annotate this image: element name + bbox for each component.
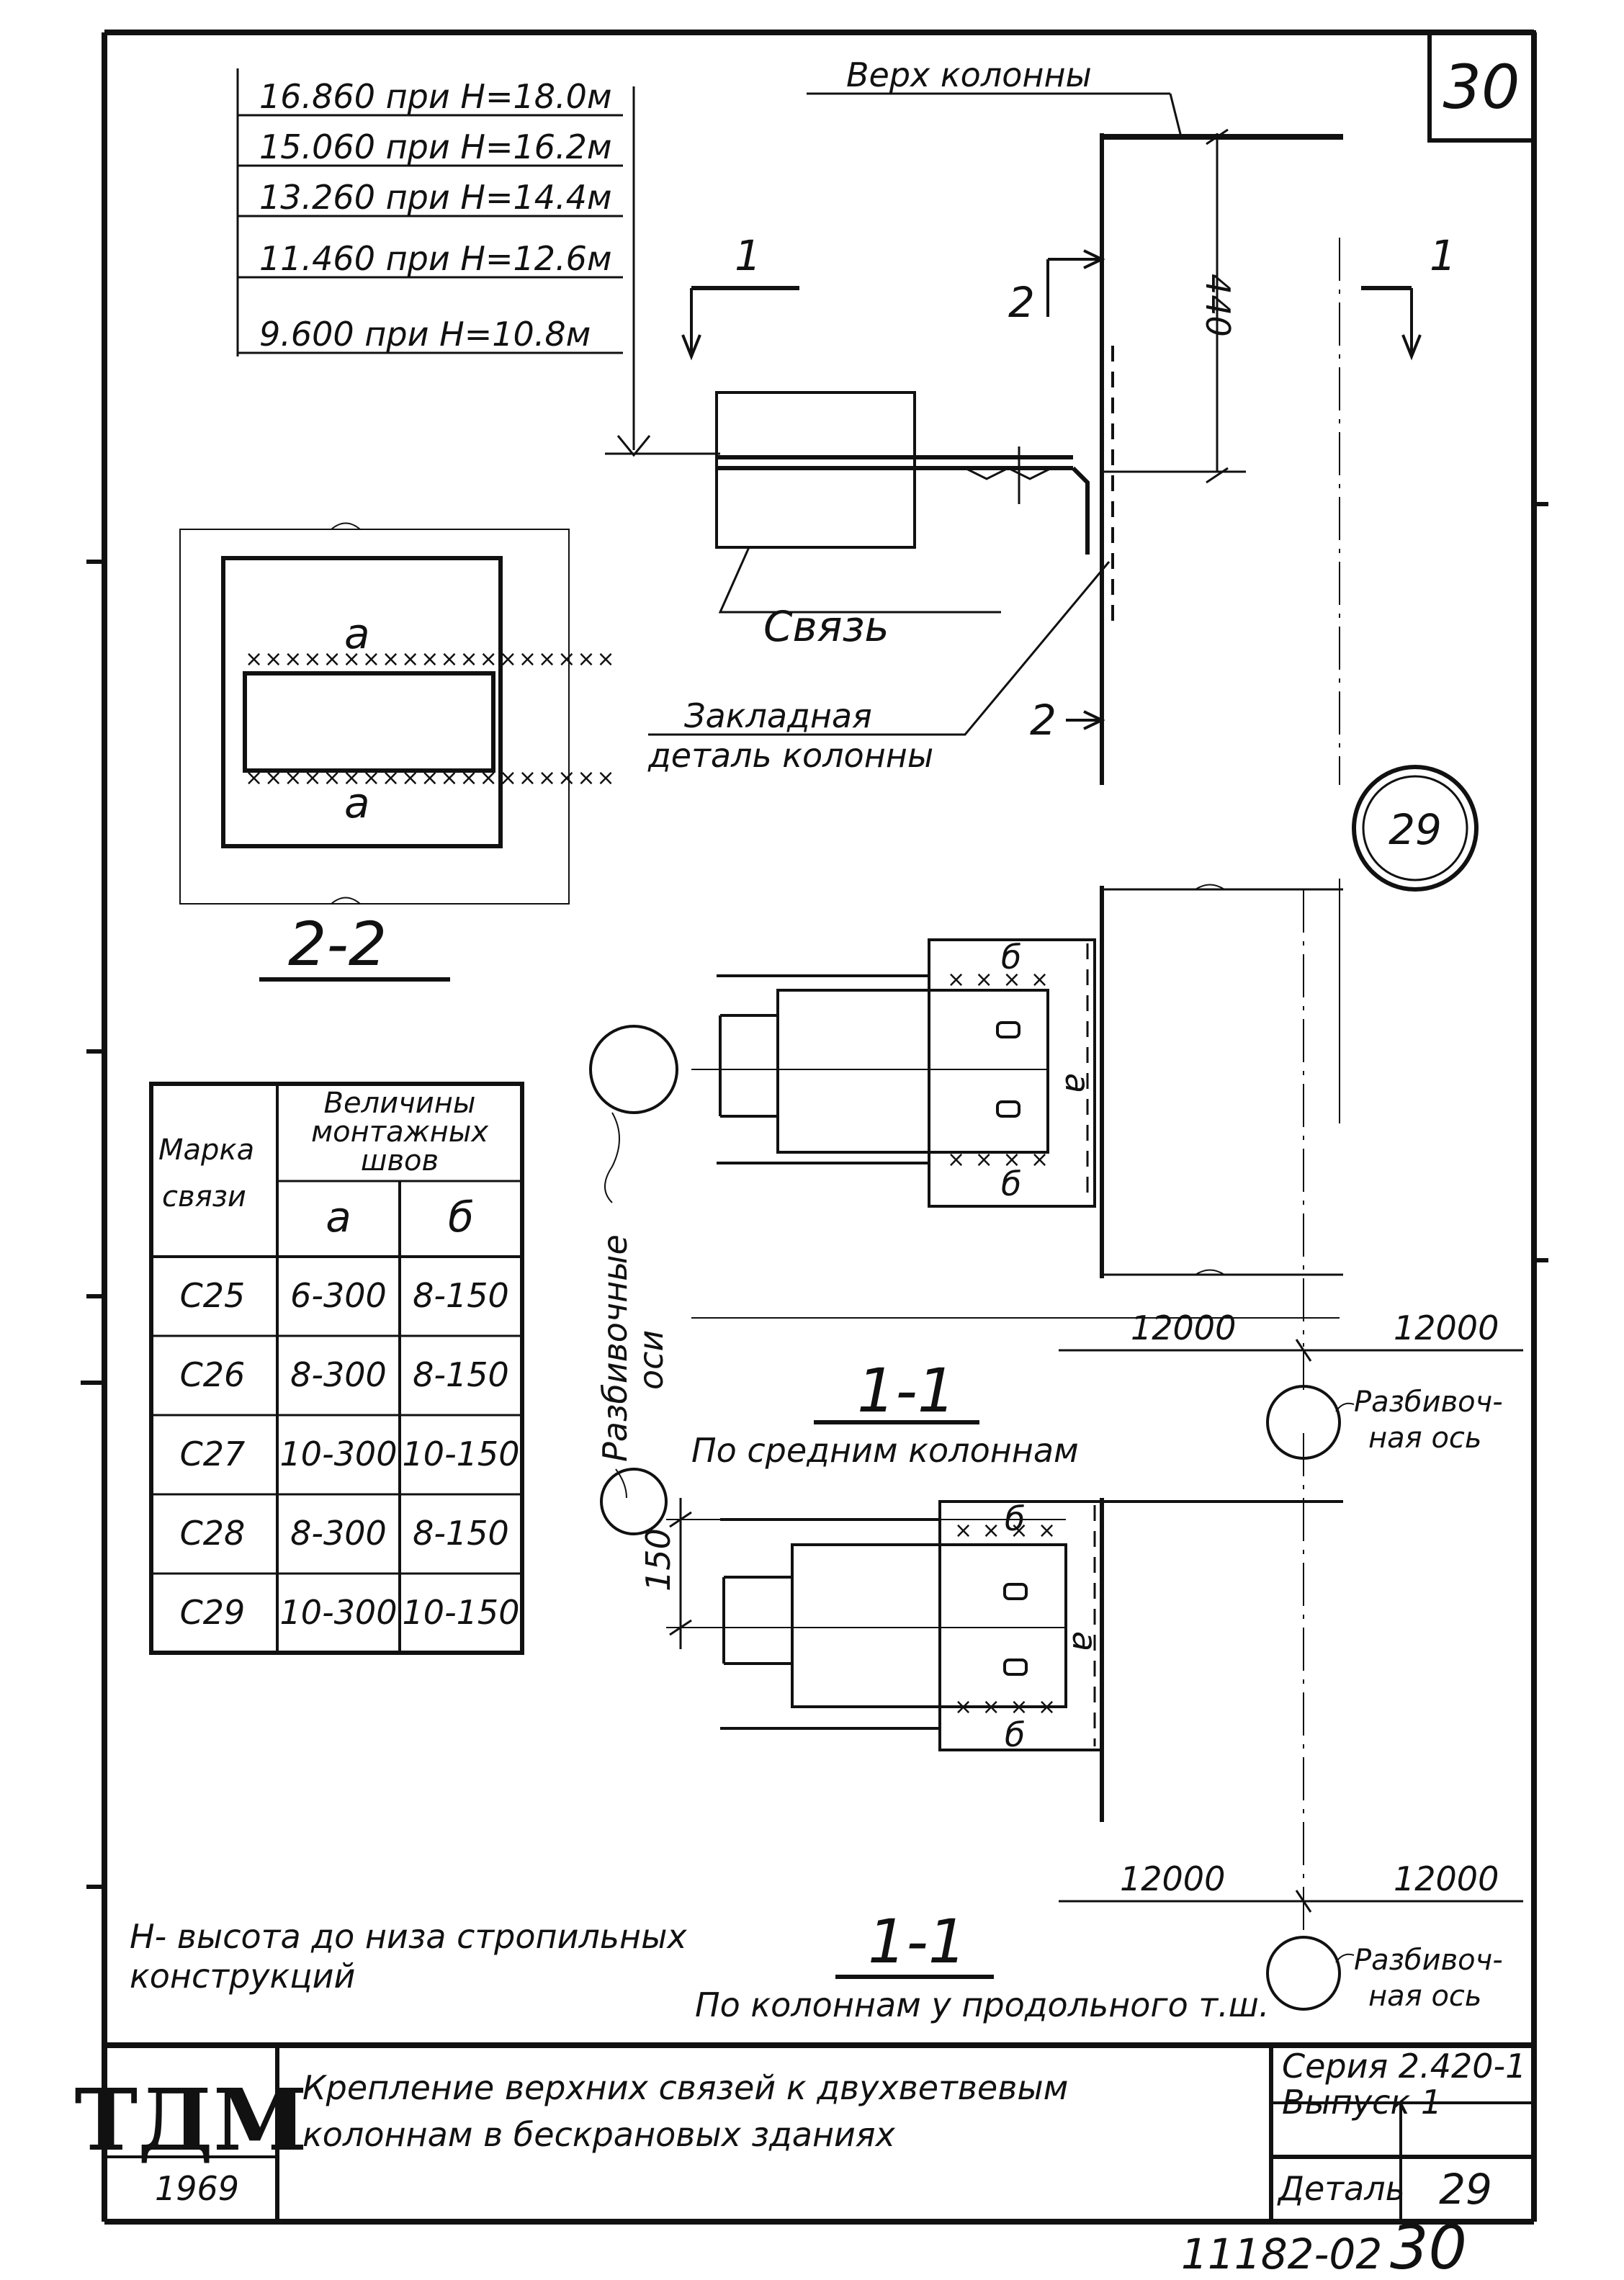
section-2-2-title: 2-2: [288, 909, 387, 979]
table-row-3-a: 10-300: [280, 1435, 398, 1473]
svg-text:× × × ×: × × × ×: [954, 1518, 1057, 1543]
dim-12000-edge-left: 12000: [1120, 1859, 1225, 1898]
table-row-3-brand: С27: [180, 1435, 246, 1473]
level-5: 9.600 при H=10.8м: [259, 315, 591, 354]
axis-right-label-1a: Разбивоч-: [1354, 1386, 1503, 1419]
note-line-2: конструкций: [130, 1957, 355, 1996]
cut-2-bottom: 2: [1030, 696, 1057, 745]
plan-edge-columns: × × × × × × × × б б a 150: [600, 1433, 1343, 1930]
brace-label: Связь: [763, 602, 889, 651]
sheet-frame: [81, 30, 1548, 2225]
dim-12000-edge-right: 12000: [1394, 1859, 1499, 1898]
table-row-4-a: 8-300: [290, 1514, 387, 1553]
cut-2-top: 2: [1008, 278, 1035, 327]
height-note: H- высота до низа стропильных конструкци…: [130, 1917, 687, 1996]
series-line-1: Серия 2.420-1: [1282, 2047, 1526, 2086]
cut-1-left: 1: [735, 231, 761, 280]
bottom-code-text: 11182-02: [1181, 2230, 1382, 2279]
detail-ref-number: 29: [1389, 805, 1442, 854]
title-line-2: колоннам в бескрановых зданиях: [302, 2115, 896, 2154]
table-header-group-1: Величины: [324, 1087, 476, 1120]
table-header-group-3: швов: [361, 1144, 439, 1177]
plan-edge-weld-b-bottom: б: [1005, 1715, 1025, 1754]
axes-vertical-label: Разбивочные оси: [596, 1112, 670, 1499]
table-row-1-brand: С25: [180, 1276, 246, 1315]
title-block: ТДМ 1969 Крепление верхних связей к двух…: [74, 2042, 1534, 2222]
axis-right-label-1b: ная ось: [1368, 1422, 1481, 1455]
section-middle-title: 1-1: [857, 1355, 956, 1426]
dim-12000-middle-left: 12000: [1131, 1309, 1236, 1347]
table-row-5-brand: С29: [180, 1593, 246, 1632]
title-line-1: Крепление верхних связей к двухветвевым: [302, 2068, 1068, 2107]
page-number: 30: [1443, 52, 1520, 122]
level-2: 15.060 при H=16.2м: [259, 127, 612, 166]
cut-1-right: 1: [1430, 231, 1456, 280]
weld-table: Марка связи Величины монтажных швов a б …: [149, 1082, 524, 1655]
title-year: 1969: [155, 2169, 239, 2208]
svg-text:× × × ×: × × × ×: [947, 967, 1050, 992]
svg-text:×××××××××××××××××××: ×××××××××××××××××××: [245, 766, 616, 791]
axes-label-line1: Разбивочные: [596, 1234, 634, 1462]
middle-dimensions: 12000 12000 Разбивоч- ная ось: [1059, 1309, 1523, 1460]
table-row-4-b: 8-150: [413, 1514, 509, 1553]
table-row-1-b: 8-150: [413, 1276, 509, 1315]
axis-right-label-2a: Разбивоч-: [1354, 1944, 1503, 1977]
dim-150: 150: [639, 1528, 678, 1592]
table-row-3-b: 10-150: [403, 1435, 520, 1473]
table-row-5-a: 10-300: [280, 1593, 398, 1632]
level-callouts: 16.860 при H=18.0м 15.060 при H=16.2м 13…: [236, 68, 720, 457]
logo: ТДМ: [74, 2070, 307, 2170]
dim-440: 440: [1198, 274, 1237, 337]
table-row-5-b: 10-150: [403, 1593, 520, 1632]
table-col-b: б: [448, 1193, 474, 1242]
table-row-1-a: 6-300: [290, 1276, 387, 1315]
section-2-2-weld-a-top: a: [344, 609, 370, 658]
series-line-2: Выпуск 1: [1282, 2083, 1442, 2122]
plan-middle-columns: × × × × × × × × б б a: [589, 879, 1343, 1347]
elevation-view: Верх колонны 440 Связь Закладная деталь …: [647, 55, 1456, 785]
section-1-1-middle: 1-1 По средним колоннам: [691, 1355, 1079, 1470]
table-row-2-brand: С26: [180, 1355, 246, 1394]
plan-middle-weld-b-bottom: б: [1001, 1164, 1021, 1203]
level-1: 16.860 при H=18.0м: [259, 77, 612, 116]
level-4: 11.460 при H=12.6м: [259, 239, 612, 278]
table-header-brand-1: Марка: [158, 1134, 254, 1167]
column-top-label: Верх колонны: [846, 55, 1092, 94]
section-edge-subtitle: По колоннам у продольного т.ш.: [695, 1985, 1270, 2024]
table-row-4-brand: С28: [180, 1514, 246, 1553]
section-2-2-weld-a-bottom: a: [344, 778, 370, 827]
section-middle-subtitle: По средним колоннам: [691, 1431, 1079, 1470]
table-row-2-a: 8-300: [290, 1355, 387, 1394]
section-edge-title: 1-1: [868, 1906, 966, 1977]
note-line-1: H- высота до низа стропильных: [130, 1917, 687, 1956]
bottom-code: 11182-02 30: [1181, 2212, 1467, 2280]
embedded-label-1: Закладная: [684, 696, 872, 735]
detail-number: 29: [1439, 2165, 1492, 2214]
level-3: 13.260 при H=14.4м: [259, 178, 612, 217]
table-header-group-2: монтажных: [311, 1116, 488, 1149]
dim-12000-middle-right: 12000: [1394, 1309, 1499, 1347]
axes-label-line2: оси: [632, 1330, 670, 1390]
table-row-2-b: 8-150: [413, 1355, 509, 1394]
detail-reference-bubble: 29: [1352, 765, 1479, 892]
page-number-box: 30: [1427, 30, 1536, 143]
plan-edge-weld-a: a: [1065, 1631, 1104, 1651]
axis-right-label-2b: ная ось: [1368, 1980, 1481, 2013]
plan-middle-weld-b-top: б: [1001, 938, 1021, 977]
plan-middle-weld-a: a: [1058, 1073, 1097, 1093]
edge-dimensions: 12000 12000 Разбивоч- ная ось: [1059, 1859, 1523, 2013]
section-2-2: ××××××××××××××××××× ××××××××××××××××××× …: [179, 522, 616, 982]
svg-text:×××××××××××××××××××: ×××××××××××××××××××: [245, 647, 616, 672]
detail-label: Деталь: [1277, 2169, 1405, 2208]
table-header-brand-2: связи: [162, 1180, 246, 1213]
bottom-page-number: 30: [1390, 2212, 1467, 2280]
table-col-a: a: [326, 1193, 351, 1242]
embedded-label-2: деталь колонны: [647, 736, 933, 775]
section-1-1-edge: 1-1 По колоннам у продольного т.ш.: [695, 1906, 1270, 2024]
